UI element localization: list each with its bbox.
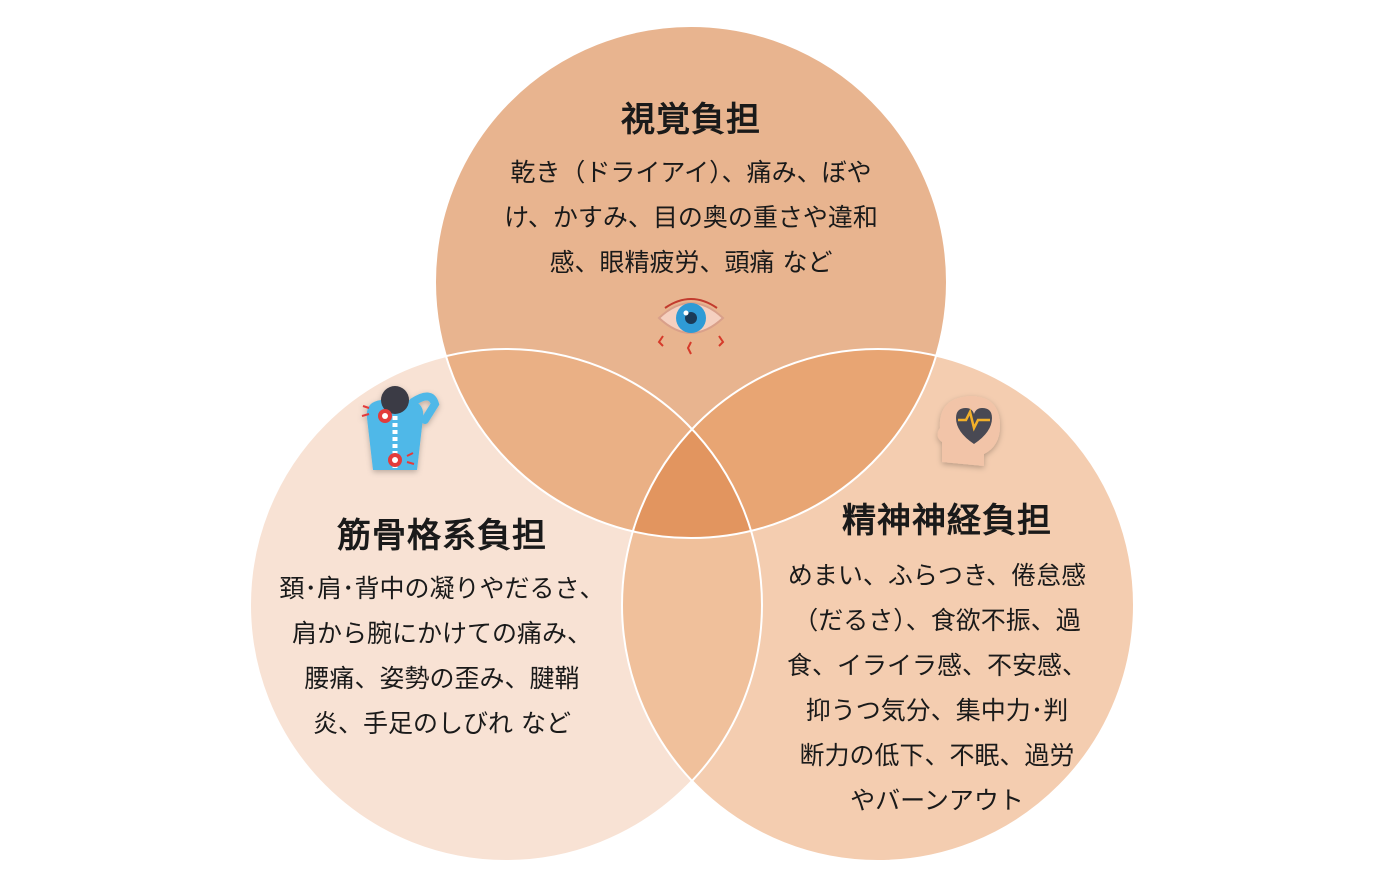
eye-strain-icon [657, 298, 725, 355]
musculoskeletal-burden-line: 炎、手足のしびれ など [313, 709, 571, 738]
mental-nervous-burden-title: 精神神経負担 [842, 501, 1052, 541]
visual-burden-line: 乾き（ドライアイ）、痛み、ぼや [510, 158, 872, 187]
musculoskeletal-burden-line: 頚･肩･背中の凝りやだるさ、 [279, 574, 605, 603]
visual-burden-description: 乾き（ドライアイ）、痛み、ぼや け、かすみ、目の奥の重さや違和 感、眼精疲労、頭… [481, 150, 901, 285]
visual-burden-line: 感、眼精疲労、頭痛 など [549, 248, 833, 277]
mental-nervous-burden-line: 食、イライラ感、不安感、 [786, 651, 1087, 680]
back-pain-icon [361, 386, 440, 470]
musculoskeletal-burden-line: 肩から腕にかけての痛み、 [291, 619, 592, 648]
mental-health-icon [937, 396, 1000, 466]
mental-nervous-burden-line: （だるさ）、食欲不振、過 [793, 606, 1081, 635]
visual-burden-title: 視覚負担 [621, 100, 761, 140]
circle-fills [250, 26, 1134, 861]
musculoskeletal-burden-line: 腰痛、姿勢の歪み、腱鞘 [304, 664, 580, 693]
visual-burden-line: け、かすみ、目の奥の重さや違和 [504, 203, 878, 232]
mental-nervous-burden-line: 抑うつ気分、集中力･判 [805, 696, 1069, 725]
overlap-top-left [435, 349, 762, 538]
mental-nervous-burden-line: 断力の低下、不眠、過労 [799, 741, 1075, 770]
musculoskeletal-burden-title: 筋骨格系負担 [337, 516, 547, 556]
mental-nervous-burden-line: めまい、ふらつき、倦怠感 [787, 561, 1087, 590]
mental-nervous-burden-line: やバーンアウト [850, 786, 1024, 815]
circle-outlines [249, 25, 1135, 862]
mental-nervous-burden-description: めまい、ふらつき、倦怠感 （だるさ）、食欲不振、過 食、イライラ感、不安感、 抑… [752, 553, 1122, 823]
overlap-top-right [622, 349, 947, 538]
musculoskeletal-burden-description: 頚･肩･背中の凝りやだるさ、 肩から腕にかけての痛み、 腰痛、姿勢の歪み、腱鞘 … [257, 566, 627, 746]
